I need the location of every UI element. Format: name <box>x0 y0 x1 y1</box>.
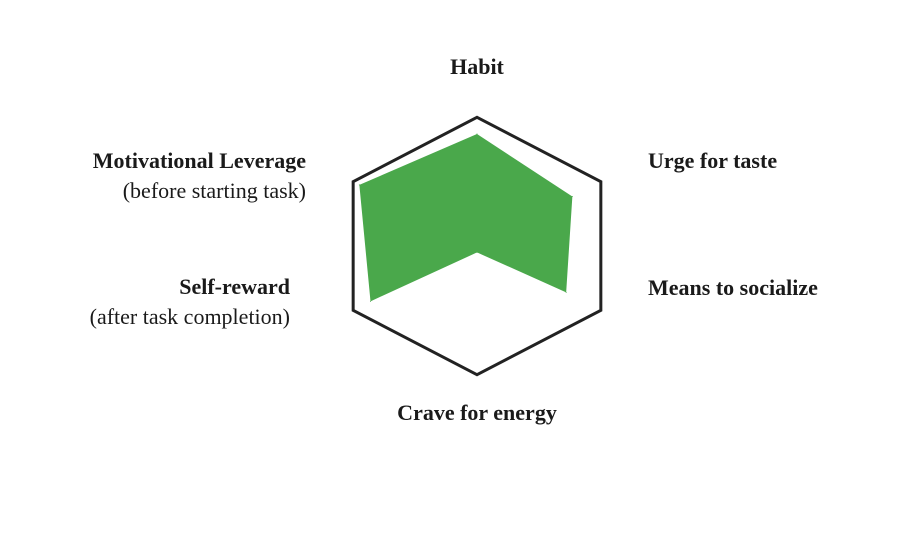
axis-label-means-to-socialize-title: Means to socialize <box>648 275 818 300</box>
axis-label-crave-for-energy: Crave for energy <box>397 398 557 428</box>
radar-point-1 <box>571 195 573 197</box>
axis-label-self-reward-note: (after task completion) <box>89 304 290 329</box>
axis-label-habit: Habit <box>450 52 504 82</box>
axis-label-self-reward-title: Self-reward <box>179 274 290 299</box>
axis-label-urge-for-taste: Urge for taste <box>648 146 777 176</box>
radar-outer-hexagon <box>351 115 603 377</box>
axis-label-habit-title: Habit <box>450 54 504 79</box>
axis-label-motivational-leverage-title: Motivational Leverage <box>92 148 306 173</box>
radar-data-area <box>359 134 573 302</box>
axis-label-means-to-socialize: Means to socialize <box>648 273 818 303</box>
axis-label-motivational-leverage: Motivational Leverage (before starting t… <box>93 146 306 206</box>
radar-point-3 <box>476 251 478 253</box>
axis-label-motivational-leverage-note: (before starting task) <box>122 178 306 203</box>
axis-label-urge-for-taste-title: Urge for taste <box>648 148 778 173</box>
axis-label-self-reward: Self-reward (after task completion) <box>90 272 290 332</box>
axis-label-crave-for-energy-title: Crave for energy <box>397 400 557 425</box>
radar-point-4 <box>369 300 371 302</box>
radar-point-5 <box>358 184 360 186</box>
radar-point-2 <box>565 291 567 293</box>
radar-point-0 <box>476 133 478 135</box>
